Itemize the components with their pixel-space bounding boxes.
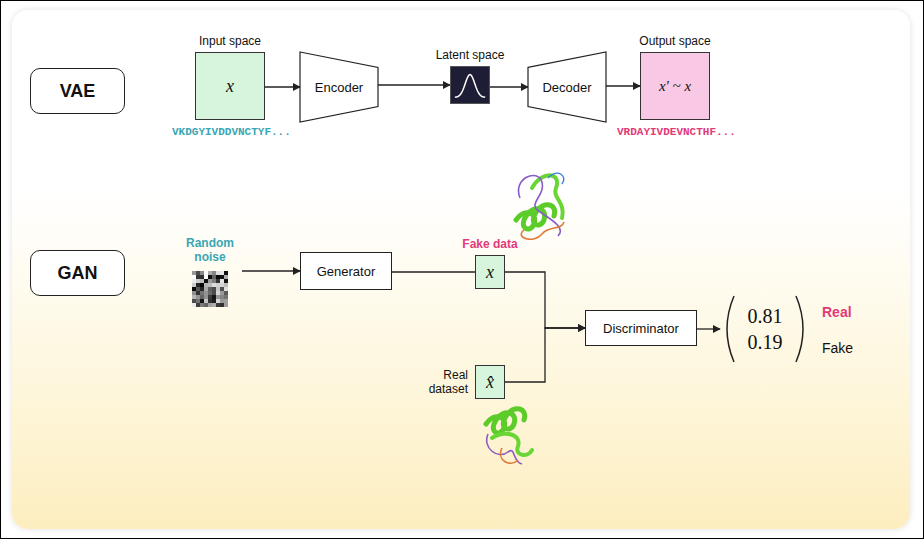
random-noise: Random noise [178, 236, 242, 307]
node-text: x' ~ x [659, 78, 691, 95]
node-text: x [486, 262, 494, 283]
sequence-text: VKDGYIVDDVNCTYF... [172, 126, 291, 138]
parentheses [720, 294, 810, 364]
class-label: Fake [822, 340, 853, 356]
heading-text: Real dataset [416, 368, 468, 397]
node-text: x [226, 76, 234, 97]
node-text: 0.19 [748, 329, 783, 355]
encoder-trapezoid: Encoder [300, 52, 378, 122]
output-space-box: Output spacex' ~ x [640, 52, 710, 120]
heading-text: Input space [199, 34, 261, 48]
heading-text: Output space [639, 34, 710, 48]
gaussian-curve [451, 67, 489, 103]
connector-arrow [242, 270, 300, 271]
connector-arrow [378, 84, 450, 85]
probability-vector: 0.810.19 [720, 294, 810, 364]
node-text: Discriminator [603, 321, 679, 336]
fake-data-box: Fake datax [475, 255, 505, 289]
connector-arrow [505, 328, 585, 382]
node-text: VAE [60, 81, 96, 102]
protein-structure [486, 409, 532, 464]
node-text: GAN [58, 263, 98, 284]
input-space-box: Input spacex [195, 52, 265, 120]
latent-space-box: Latent space [450, 66, 490, 104]
discriminator-box: Discriminator [585, 310, 697, 346]
connector-arrow [505, 272, 585, 328]
protein-structure [516, 173, 564, 239]
connector-arrow [265, 86, 300, 87]
node-text: x̂ [486, 372, 494, 393]
node-text: Generator [317, 264, 376, 279]
real-data-box: Real datasetx̂ [475, 365, 505, 399]
decoder-trapezoid: Decoder [528, 52, 606, 122]
class-label: Real [822, 304, 852, 320]
connector-arrow [606, 85, 640, 86]
model-label-box: VAE [30, 68, 125, 114]
sequence-text: VRDAYIVDEVNCTHF... [617, 126, 736, 138]
model-label-box: GAN [30, 250, 125, 296]
noise-image [192, 271, 228, 307]
heading-text: Fake data [462, 237, 517, 251]
connector-arrow [697, 328, 720, 329]
node-text: Latent space [436, 48, 505, 62]
node-text: Decoder [542, 80, 591, 95]
connector-arrow [490, 86, 528, 87]
connector-arrow [392, 271, 475, 272]
generator-box: Generator [300, 252, 392, 290]
node-text: Random noise [180, 236, 240, 265]
node-text: Encoder [315, 80, 363, 95]
node-text: 0.81 [748, 303, 783, 329]
